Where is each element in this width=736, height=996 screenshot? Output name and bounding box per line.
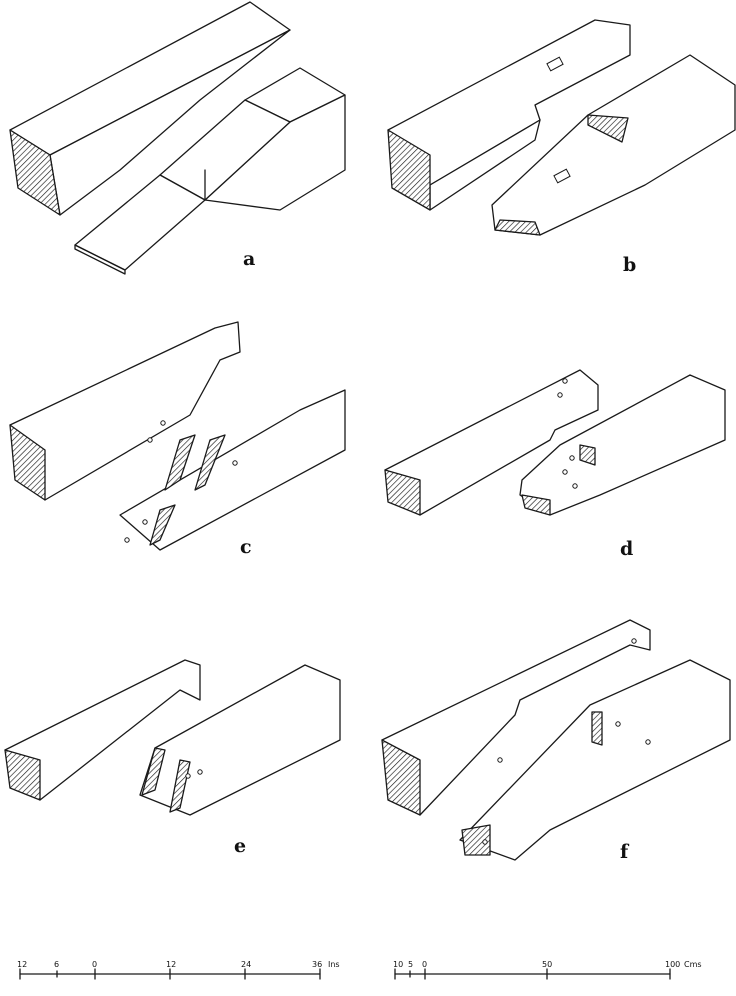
joint-f-notch-1	[591, 711, 603, 746]
joint-a	[9, 1, 346, 275]
joint-f-peg-hole	[615, 721, 621, 727]
scale-inches-tick-label: 24	[241, 960, 251, 969]
joint-e-notch-1	[141, 747, 166, 796]
joint-c-notch-1	[164, 434, 196, 491]
joint-f-left-end	[381, 739, 421, 816]
joint-a-tongue-edge	[74, 244, 126, 275]
joint-c-peg-hole	[160, 420, 166, 426]
joint-e	[4, 659, 341, 816]
scale-cm: 10 5 0 50 100 Cms	[393, 960, 702, 980]
joint-d	[384, 369, 726, 516]
joint-c-left-end	[9, 424, 46, 501]
joint-c	[9, 321, 346, 551]
scale-inches-tick-label: 12	[166, 960, 176, 969]
joint-d-peg-hole	[572, 483, 578, 489]
joint-e-notch-2	[169, 759, 191, 813]
joint-b-right-end	[494, 219, 541, 236]
label-f: f	[620, 841, 629, 863]
joint-f-peg-hole	[631, 638, 637, 644]
scale-cm-unit: Cms	[684, 960, 702, 969]
joint-d-right-body	[519, 374, 726, 516]
joint-c-notch-3	[149, 504, 176, 546]
joint-b-left-end	[387, 129, 431, 211]
joint-d-left-end	[384, 469, 421, 516]
joint-e-peg-hole	[185, 773, 191, 779]
joint-f-peg-hole	[645, 739, 651, 745]
joint-e-peg-hole	[197, 769, 203, 775]
joint-b-left-mortise	[546, 56, 564, 72]
joint-c-peg-hole	[124, 537, 130, 543]
joint-b-right-body	[491, 54, 736, 236]
scale-cm-tick-label: 5	[408, 960, 413, 969]
joint-c-peg-hole	[142, 519, 148, 525]
scale-inches-tick-label: 6	[54, 960, 59, 969]
scale-inches-tick-label: 0	[92, 960, 97, 969]
label-e: e	[234, 835, 247, 857]
joint-f-left-body	[381, 619, 651, 816]
scale-inches-unit: Ins	[328, 960, 340, 969]
scale-inches-tick-label: 36	[312, 960, 322, 969]
joint-c-peg-hole	[232, 460, 238, 466]
joint-b-right-notch	[587, 114, 629, 143]
joint-d-left-body	[384, 369, 599, 516]
joint-c-notch-2	[194, 434, 226, 491]
scale-inches-tick-label: 12	[17, 960, 27, 969]
joint-f-peg-hole	[482, 839, 488, 845]
scale-cm-tick-label: 50	[542, 960, 552, 969]
joint-d-peg-hole	[569, 455, 575, 461]
label-d: d	[620, 538, 634, 560]
joint-d-right-end	[521, 494, 551, 516]
scale-cm-tick-label: 0	[422, 960, 427, 969]
joint-b	[387, 19, 736, 236]
joint-d-peg-hole	[557, 392, 563, 398]
joint-d-right-notch	[579, 444, 596, 466]
label-c: c	[240, 536, 252, 558]
label-b: b	[623, 254, 637, 276]
joint-d-peg-hole	[562, 469, 568, 475]
joint-c-peg-hole	[147, 437, 153, 443]
joint-d-peg-hole	[562, 378, 568, 384]
joint-f	[381, 619, 731, 861]
joint-c-left-body	[9, 321, 241, 501]
joint-b-right-mortise	[553, 168, 571, 184]
joint-a-left-end	[9, 129, 61, 216]
scale-cm-tick-label: 100	[665, 960, 680, 969]
joint-c-right-body	[119, 389, 346, 551]
label-a: a	[243, 248, 256, 270]
scale-cm-tick-label: 10	[393, 960, 403, 969]
joint-f-right-end	[461, 824, 491, 856]
scale-inches: 12 6 0 12 24 36 Ins	[17, 960, 340, 980]
joint-f-peg-hole	[497, 757, 503, 763]
joint-e-left-end	[4, 749, 41, 801]
